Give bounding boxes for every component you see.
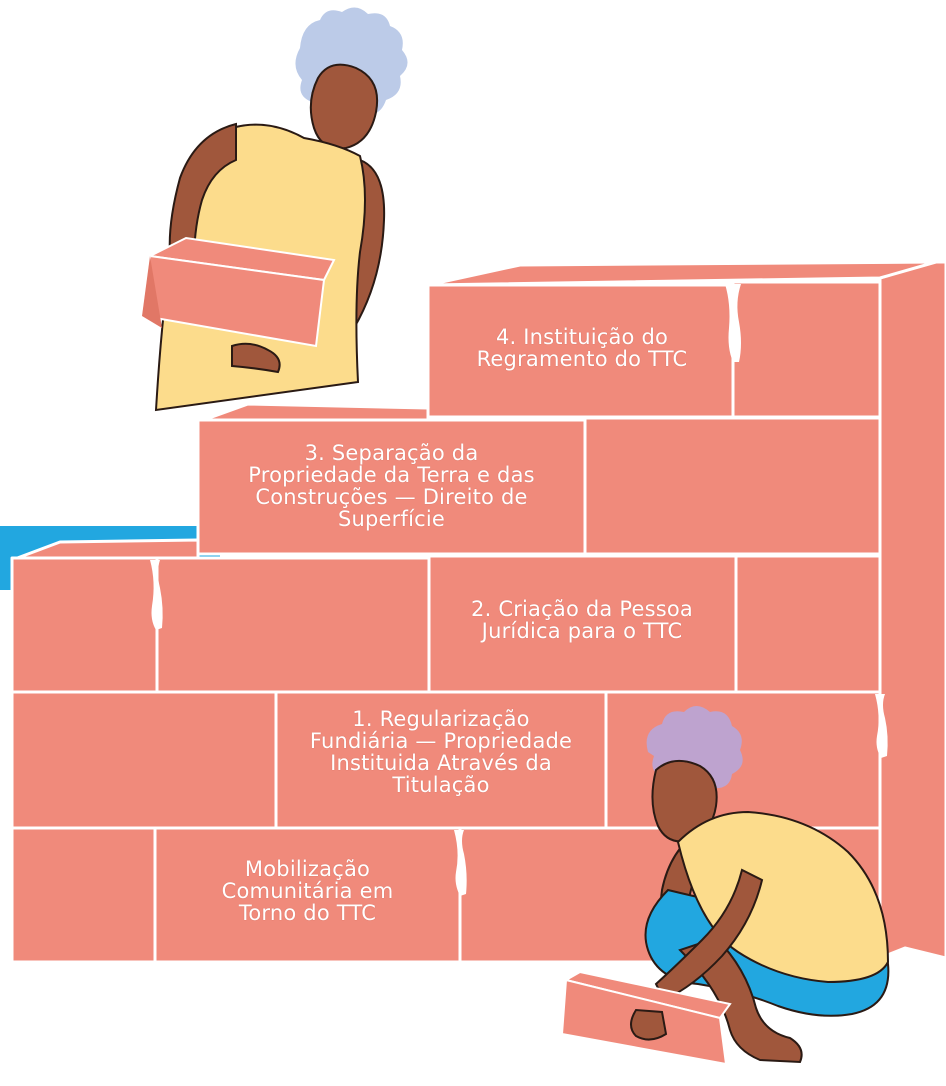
step-label-line: Regramento do TTC	[476, 347, 688, 371]
step-label-direito-de-superficie: 3. Separação da Propriedade da Terra e d…	[200, 442, 583, 530]
step-label-line: 2. Criação da Pessoa	[471, 597, 693, 621]
step-label-line: Construções — Direito de	[255, 485, 528, 509]
step-label-line: Propriedade da Terra e das	[248, 463, 535, 487]
step-label-line: 3. Separação da	[304, 441, 479, 465]
step-label-line: Jurídica para o TTC	[481, 619, 683, 643]
woman-top-illustration	[142, 7, 408, 412]
step-label-pessoa-juridica: 2. Criação da Pessoa Jurídica para o TTC	[432, 598, 732, 642]
step-label-regramento: 4. Instituição do Regramento do TTC	[432, 326, 732, 370]
step-label-mobilizacao: Mobilização Comunitária em Torno do TTC	[170, 858, 445, 924]
step-label-regularizacao-fundiaria: 1. Regularização Fundiária — Propriedade…	[270, 708, 612, 796]
woman-bottom-illustration	[560, 706, 890, 1066]
step-label-line: 1. Regularização	[352, 707, 530, 731]
step-label-line: Mobilização	[244, 857, 371, 881]
step-label-line: Titulação	[392, 773, 490, 797]
step-label-line: Fundiária — Propriedade	[309, 729, 573, 753]
step-label-line: Instituida Através da	[330, 751, 552, 775]
step-label-line: Comunitária em	[221, 879, 394, 903]
brick-wall	[10, 260, 946, 964]
brick-row5-top-face	[426, 260, 938, 287]
step-label-line: 4. Instituição do	[495, 325, 669, 349]
step-label-line: Torno do TTC	[238, 901, 377, 925]
step-label-line: Superfície	[337, 507, 446, 531]
